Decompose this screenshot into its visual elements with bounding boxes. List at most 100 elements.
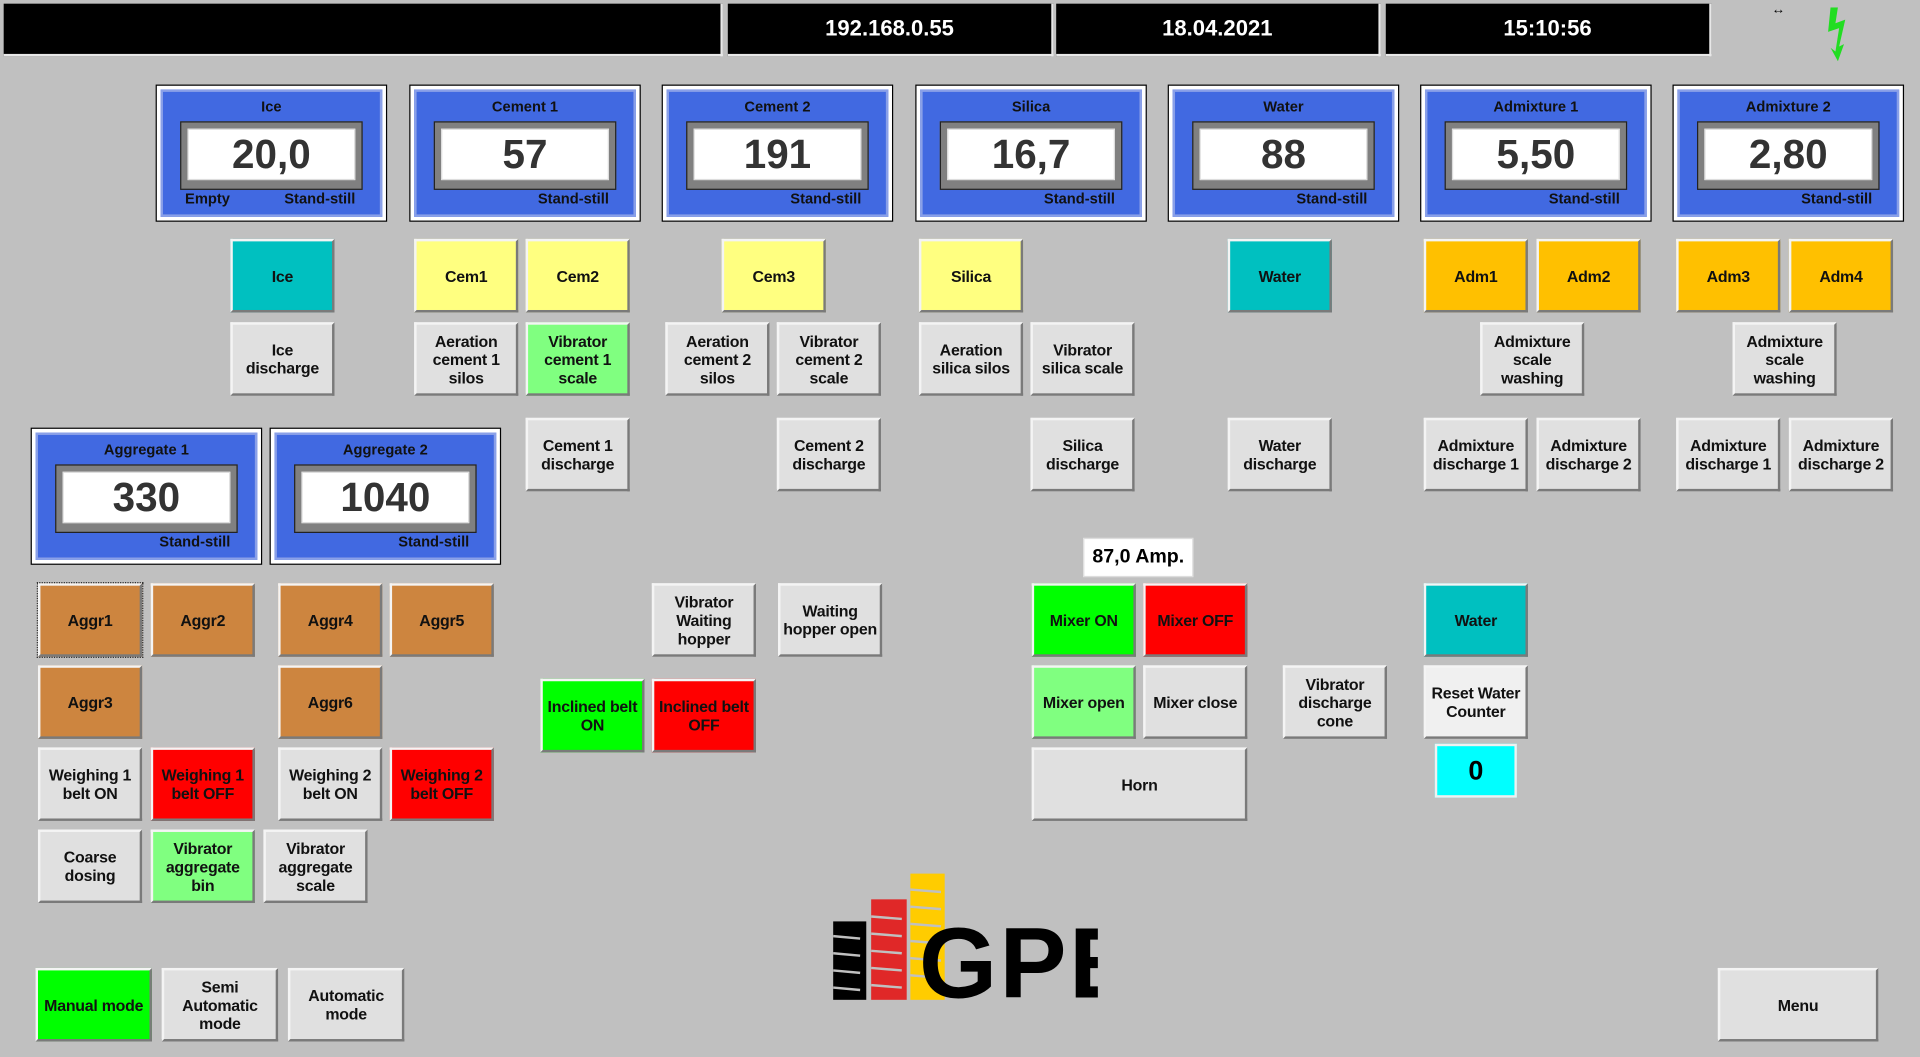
scale-panel-ice: Ice 20,0 Empty Stand-still (155, 84, 388, 222)
date-display: 18.04.2021 (1056, 3, 1381, 57)
scale-empty-status: Empty (185, 189, 230, 208)
weighing-2-belt-off-button[interactable]: Weighing 2 belt OFF (389, 747, 494, 821)
manual-mode-button[interactable]: Manual mode (35, 967, 152, 1042)
aggr5-button[interactable]: Aggr5 (389, 583, 494, 657)
scale-value-frame: 1040 (294, 464, 477, 533)
scale-panel-water: Water 88 Stand-still (1167, 84, 1400, 222)
mixer-close-button[interactable]: Mixer close (1143, 665, 1248, 739)
inclined-belt-off-button[interactable]: Inclined belt OFF (651, 678, 756, 753)
scale-status: Stand-still (1548, 189, 1620, 208)
mixer-current-display: 87,0 Amp. (1083, 537, 1194, 578)
scale-title: Silica (1011, 98, 1051, 116)
panel-body: Admixture 2 2,80 Stand-still (1677, 89, 1900, 217)
scale-value-frame: 2,80 (1696, 121, 1880, 190)
scale-value-frame: 16,7 (939, 121, 1123, 190)
semi-automatic-mode-button[interactable]: Semi Automatic mode (161, 967, 279, 1042)
adm2-button[interactable]: Adm2 (1536, 238, 1641, 313)
scale-value-frame: 20,0 (180, 121, 363, 190)
silica-button[interactable]: Silica (918, 238, 1024, 313)
mixer-on-button[interactable]: Mixer ON (1031, 583, 1136, 657)
weighing-1-belt-on-button[interactable]: Weighing 1 belt ON (37, 747, 143, 821)
admixture-discharge-1-button[interactable]: Admixture discharge 1 (1423, 417, 1528, 492)
scale-title: Aggregate 1 (103, 441, 189, 459)
vibrator-silica-scale-button[interactable]: Vibrator silica scale (1030, 322, 1135, 396)
adm1-button[interactable]: Adm1 (1423, 238, 1528, 313)
cement-1-discharge-button[interactable]: Cement 1 discharge (525, 417, 630, 492)
water-button[interactable]: Water (1227, 238, 1332, 313)
scale-value: 330 (62, 471, 231, 524)
cem2-button[interactable]: Cem2 (525, 238, 630, 313)
cem3-button[interactable]: Cem3 (721, 238, 826, 313)
ice-discharge-button[interactable]: Ice discharge (230, 322, 335, 396)
aeration-silica-silos-button[interactable]: Aeration silica silos (918, 322, 1024, 396)
scale-panel-silica: Silica 16,7 Stand-still (915, 84, 1147, 222)
aggr1-button[interactable]: Aggr1 (36, 582, 144, 658)
horn-button[interactable]: Horn (1031, 747, 1248, 821)
weighing-2-belt-on-button[interactable]: Weighing 2 belt ON (278, 747, 383, 821)
time-display: 15:10:56 (1385, 3, 1712, 57)
panel-body: Ice 20,0 Empty Stand-still (160, 89, 383, 217)
vibrator-aggregate-scale-button[interactable]: Vibrator aggregate scale (263, 829, 368, 904)
water-button[interactable]: Water (1423, 583, 1528, 657)
water-discharge-button[interactable]: Water discharge (1227, 417, 1332, 492)
vibrator-waiting-hopper-button[interactable]: Vibrator Waiting hopper (651, 583, 756, 657)
vibrator-discharge-cone-button[interactable]: Vibrator discharge cone (1282, 665, 1388, 739)
vibrator-cement-1-scale-button[interactable]: Vibrator cement 1 scale (525, 322, 630, 396)
panel-body: Aggregate 1 330 Stand-still (35, 432, 258, 560)
scale-title: Admixture 2 (1745, 98, 1831, 116)
scale-status: Stand-still (284, 189, 356, 208)
aeration-cement-2-silos-button[interactable]: Aeration cement 2 silos (665, 322, 770, 396)
panel-body: Water 88 Stand-still (1172, 89, 1395, 217)
cem1-button[interactable]: Cem1 (414, 238, 519, 313)
ip-address: 192.168.0.55 (727, 3, 1054, 57)
scale-status: Stand-still (790, 189, 862, 208)
vibrator-aggregate-bin-button[interactable]: Vibrator aggregate bin (150, 829, 255, 904)
scale-panel-aggregate-1: Aggregate 1 330 Stand-still (30, 427, 263, 565)
mixer-off-button[interactable]: Mixer OFF (1143, 583, 1248, 657)
inclined-belt-on-button[interactable]: Inclined belt ON (540, 678, 645, 753)
scale-title: Cement 1 (491, 98, 559, 116)
admixture-discharge-2-button[interactable]: Admixture discharge 2 (1788, 417, 1894, 492)
coarse-dosing-button[interactable]: Coarse dosing (37, 829, 143, 904)
menu-button[interactable]: Menu (1717, 967, 1879, 1042)
aeration-cement-1-silos-button[interactable]: Aeration cement 1 silos (414, 322, 519, 396)
scale-value: 2,80 (1704, 128, 1873, 181)
resize-arrows-icon[interactable]: ↔ (1771, 2, 1786, 18)
scale-panel-admixture-1: Admixture 1 5,50 Stand-still (1420, 84, 1652, 222)
silica-discharge-button[interactable]: Silica discharge (1030, 417, 1135, 492)
scale-value: 191 (693, 128, 862, 181)
scale-value-frame: 57 (433, 121, 617, 190)
scale-value: 20,0 (187, 128, 356, 181)
ice-button[interactable]: Ice (230, 238, 335, 313)
admixture-discharge-2-button[interactable]: Admixture discharge 2 (1536, 417, 1641, 492)
scale-status: Stand-still (398, 532, 470, 551)
scale-value: 1040 (301, 471, 470, 524)
scale-value-frame: 88 (1192, 121, 1375, 190)
scale-status: Stand-still (1801, 189, 1873, 208)
cement-2-discharge-button[interactable]: Cement 2 discharge (776, 417, 881, 492)
scale-value: 57 (441, 128, 609, 181)
admixture-scale-washing-button[interactable]: Admixture scale washing (1732, 322, 1837, 396)
aggr3-button[interactable]: Aggr3 (37, 665, 143, 739)
mixer-open-button[interactable]: Mixer open (1031, 665, 1136, 739)
weighing-1-belt-off-button[interactable]: Weighing 1 belt OFF (150, 747, 255, 821)
admixture-discharge-1-button[interactable]: Admixture discharge 1 (1676, 417, 1781, 492)
reset-water-counter-button[interactable]: Reset Water Counter (1423, 665, 1528, 739)
admixture-scale-washing-button[interactable]: Admixture scale washing (1480, 322, 1585, 396)
scale-value: 16,7 (947, 128, 1115, 181)
scale-panel-admixture-2: Admixture 2 2,80 Stand-still (1672, 84, 1905, 222)
aggr2-button[interactable]: Aggr2 (150, 583, 255, 657)
aggr4-button[interactable]: Aggr4 (278, 583, 383, 657)
adm3-button[interactable]: Adm3 (1676, 238, 1781, 313)
vibrator-cement-2-scale-button[interactable]: Vibrator cement 2 scale (776, 322, 881, 396)
svg-text:GPE: GPE (919, 907, 1098, 1002)
aggr6-button[interactable]: Aggr6 (278, 665, 383, 739)
waiting-hopper-open-button[interactable]: Waiting hopper open (778, 583, 883, 657)
logo-bars (833, 873, 945, 1000)
scale-status: Stand-still (537, 189, 609, 208)
adm4-button[interactable]: Adm4 (1788, 238, 1894, 313)
automatic-mode-button[interactable]: Automatic mode (287, 967, 405, 1042)
scale-value: 88 (1199, 128, 1368, 181)
gpe-logo: GPE (833, 873, 1098, 1002)
